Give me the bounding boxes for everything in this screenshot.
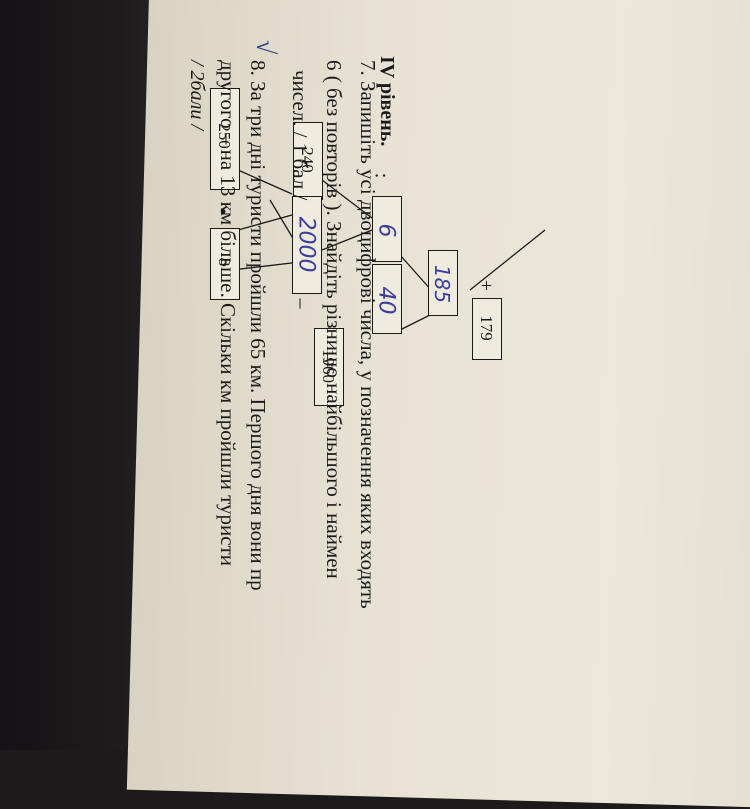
task8-line2: другого – на 13 км більше. Скільки км пр…: [216, 60, 240, 566]
box-40: [372, 264, 402, 334]
plus-sign: +: [475, 279, 498, 292]
box-8: [210, 228, 240, 300]
box-2000-handwritten: 2000: [293, 216, 319, 273]
box-179-label: 179: [477, 315, 496, 341]
box-250: [210, 88, 240, 190]
task7-line2: 6 ( без повторів ). Знайдіть різницю най…: [322, 60, 346, 579]
task7-line3: чисел. / 1 бал /: [288, 70, 312, 201]
box-6: [372, 196, 402, 262]
box-2000: [292, 196, 322, 294]
checkmark-icon: √: [251, 40, 280, 55]
box-179: [472, 298, 502, 360]
task8-line3: / 2бали /: [186, 60, 208, 130]
box-185-handwritten: 185: [430, 264, 454, 304]
task7-line1: 7. Запишіть усі двоцифрові числа, у позн…: [356, 60, 380, 609]
minus-sign: –: [290, 298, 313, 309]
task8-line1: 8. За три дні туристи пройшли 65 км. Пер…: [246, 60, 270, 591]
box-1960: [314, 328, 344, 406]
box-185: [428, 250, 458, 316]
